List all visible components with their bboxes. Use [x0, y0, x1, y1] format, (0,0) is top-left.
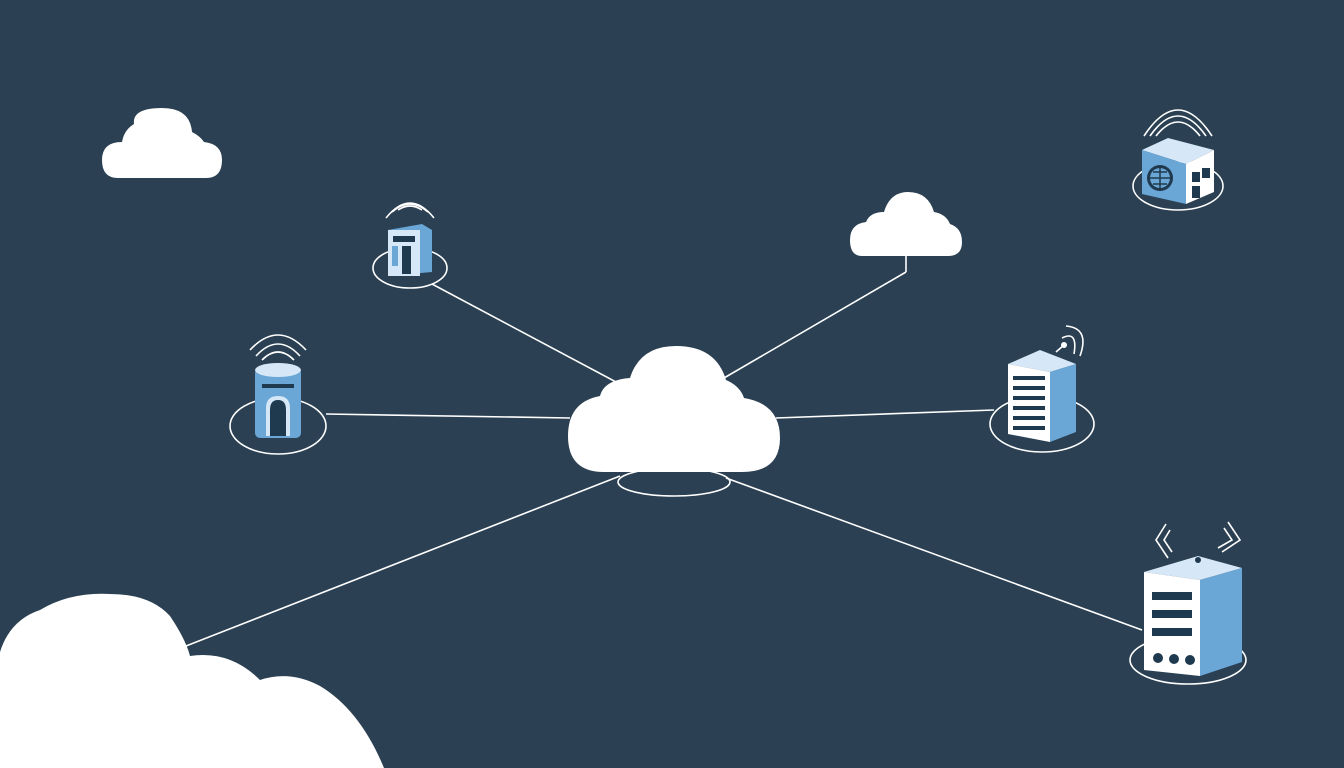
connection-line-bottom-right-device — [725, 477, 1143, 631]
connection-line-top-left-device — [431, 283, 617, 383]
connection-lines — [185, 271, 1143, 647]
connection-line-left-device — [325, 413, 571, 419]
cloud-icon — [102, 108, 222, 178]
wireless-gateway-icon — [372, 202, 448, 289]
wireless-cylinder-device-icon — [229, 334, 327, 455]
globe-building-icon — [1132, 109, 1224, 211]
connection-line-right-device — [775, 409, 995, 419]
cloud-icon — [0, 593, 384, 768]
server-tower-icon — [989, 325, 1095, 453]
connection-line-bottom-left-cloud — [185, 475, 621, 647]
connection-line-top-right-cloud — [723, 271, 907, 379]
central-cloud-node — [568, 346, 780, 497]
router-icon — [1129, 521, 1247, 685]
cloud-icon — [850, 192, 962, 272]
